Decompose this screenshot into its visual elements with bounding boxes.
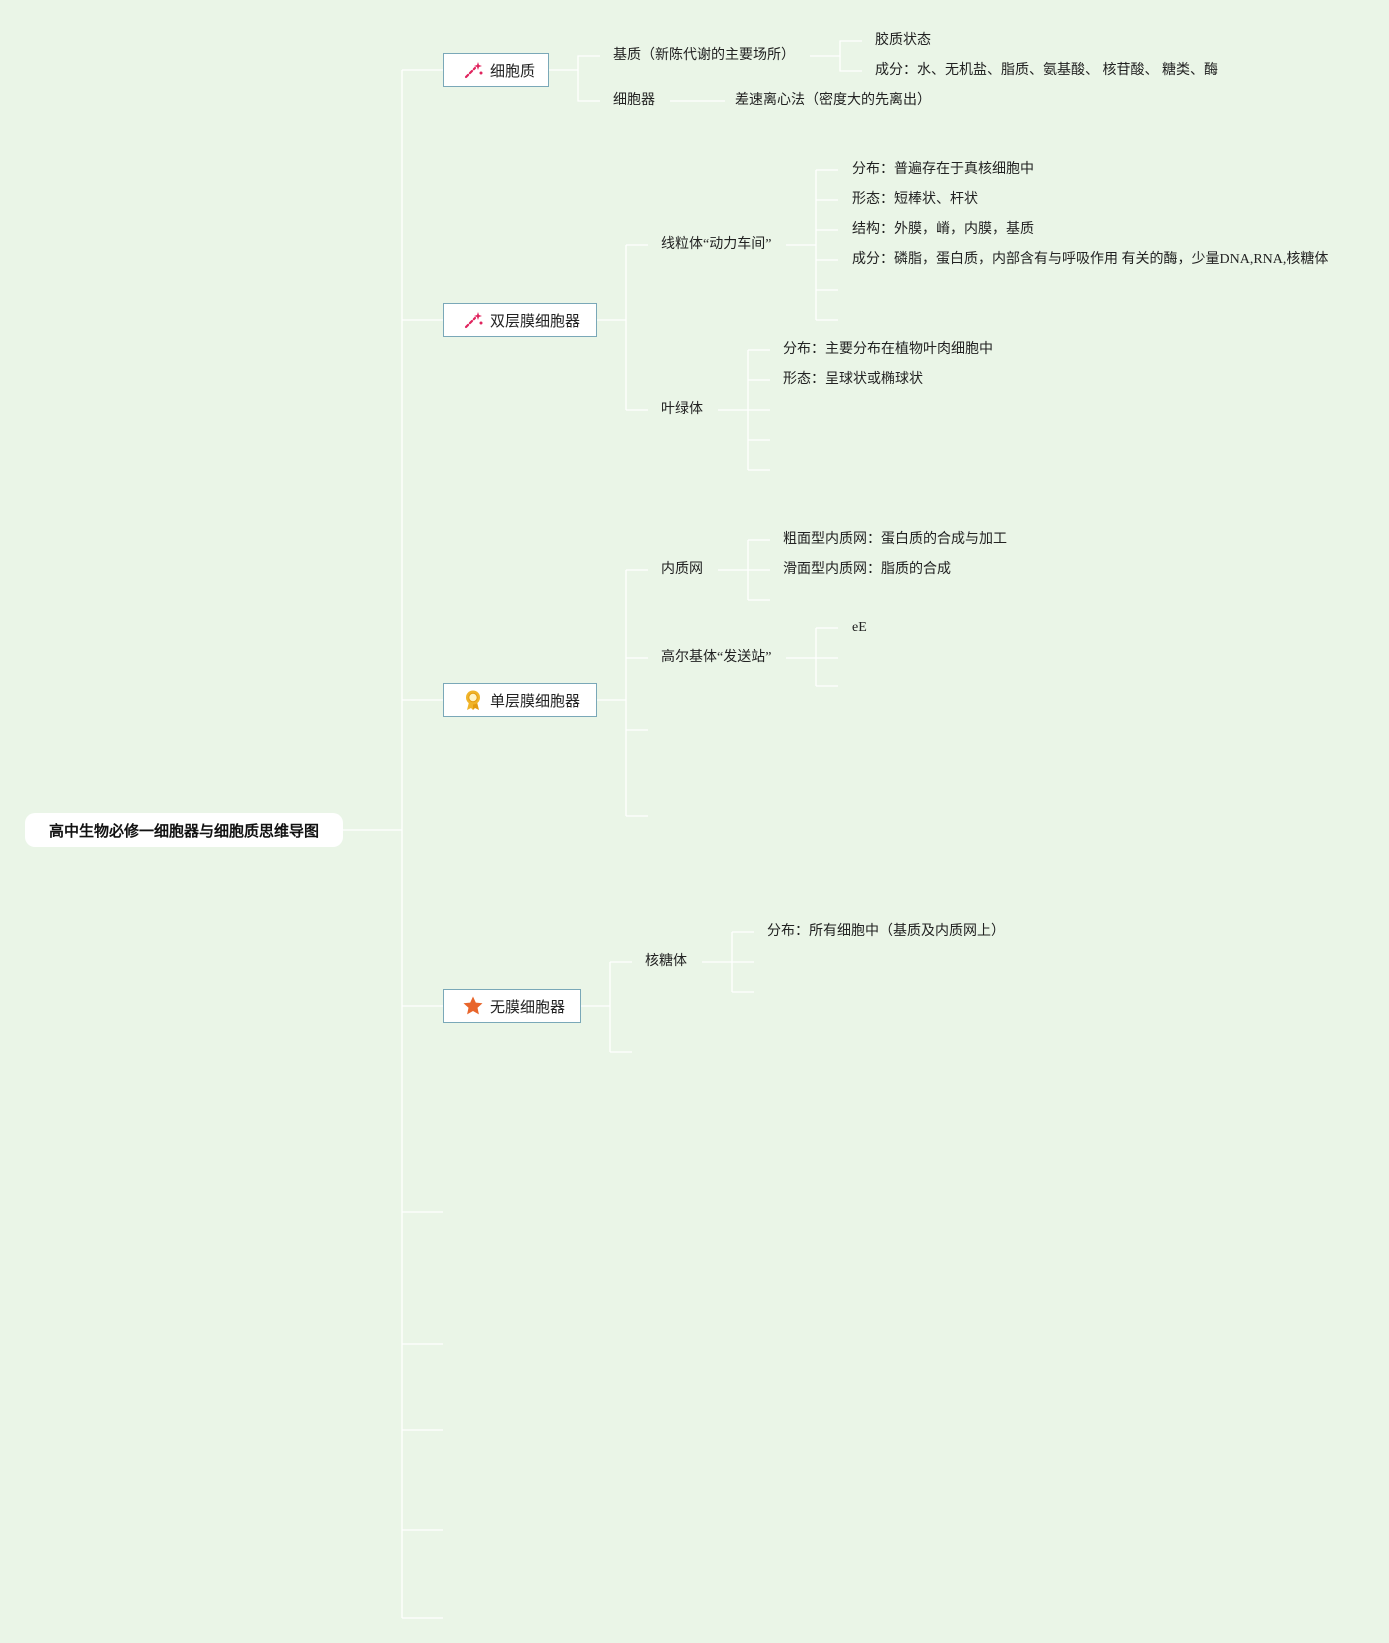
branch-double-membrane[interactable]: 双层膜细胞器: [443, 303, 597, 337]
branch-membraneless[interactable]: 无膜细胞器: [443, 989, 581, 1023]
node-rough-er[interactable]: 粗面型内质网：蛋白质的合成与加工: [783, 532, 1007, 547]
node-mito-composition[interactable]: 成分：磷脂，蛋白质，内部含有与呼吸作用 有关的酶，少量DNA,RNA,核糖体: [852, 252, 1329, 267]
node-ribosome-distribution[interactable]: 分布：所有细胞中（基质及内质网上）: [767, 924, 1005, 939]
branch-single-membrane[interactable]: 单层膜细胞器: [443, 683, 597, 717]
node-mitochondria[interactable]: 线粒体“动力车间”: [661, 237, 772, 252]
node-mito-shape[interactable]: 形态：短棒状、杆状: [852, 192, 978, 207]
branch-cytoplasm[interactable]: 细胞质: [443, 53, 549, 87]
node-differential-centrifugation[interactable]: 差速离心法（密度大的先离出）: [735, 93, 931, 108]
star-icon: [462, 995, 484, 1017]
node-organelles[interactable]: 细胞器: [613, 93, 655, 108]
sparkle-icon: [462, 309, 484, 331]
root-topic-label: 高中生物必修一细胞器与细胞质思维导图: [48, 821, 319, 840]
node-mito-structure[interactable]: 结构：外膜，嵴，内膜，基质: [852, 222, 1034, 237]
branch-label: 细胞质: [490, 61, 536, 80]
root-topic[interactable]: 高中生物必修一细胞器与细胞质思维导图: [25, 813, 343, 847]
branch-label: 无膜细胞器: [490, 997, 566, 1016]
node-chloro-shape[interactable]: 形态：呈球状或椭球状: [783, 372, 923, 387]
branch-label: 双层膜细胞器: [490, 311, 581, 330]
branch-label: 单层膜细胞器: [490, 691, 581, 710]
node-smooth-er[interactable]: 滑面型内质网：脂质的合成: [783, 562, 951, 577]
node-matrix[interactable]: 基质（新陈代谢的主要场所）: [613, 48, 795, 63]
node-endoplasmic-reticulum[interactable]: 内质网: [661, 562, 703, 577]
node-ribosome[interactable]: 核糖体: [645, 954, 687, 969]
node-colloid-state[interactable]: 胶质状态: [875, 33, 931, 48]
sparkle-icon: [462, 59, 484, 81]
award-ribbon-icon: [462, 689, 484, 711]
node-chloro-distribution[interactable]: 分布：主要分布在植物叶肉细胞中: [783, 342, 993, 357]
node-golgi-item[interactable]: eE: [852, 620, 867, 635]
node-chloroplast[interactable]: 叶绿体: [661, 402, 703, 417]
node-golgi[interactable]: 高尔基体“发送站”: [661, 650, 772, 665]
node-matrix-composition[interactable]: 成分：水、无机盐、脂质、氨基酸、 核苷酸、 糖类、酶: [875, 63, 1218, 78]
node-mito-distribution[interactable]: 分布：普遍存在于真核细胞中: [852, 162, 1034, 177]
